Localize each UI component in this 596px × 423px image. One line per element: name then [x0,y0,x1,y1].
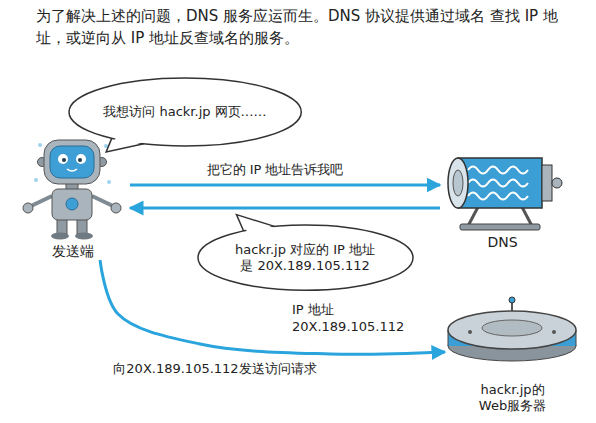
node-text-group: 发送端 [52,243,94,261]
robot-figure-part [34,178,38,182]
flow-arrow [130,184,440,187]
robot-figure [23,140,121,240]
web-server-figure-part [552,330,556,334]
intro-paragraph: 为了解决上述的问题，DNS 服务应运而生。DNS 协议提供通过域名 查找 IP … [36,6,566,50]
dns-server-figure-part [468,207,478,226]
robot-figure-part [52,189,92,220]
bubble-tail [106,137,147,152]
robot-figure-part [62,158,66,162]
robot-figure-part [57,219,67,234]
bubble-tail [236,215,274,231]
node-label: hackr.jp的 Web服务器 [473,382,553,415]
node-label: 发送端 [52,243,94,261]
web-server-figure-part [468,330,472,334]
node-label: DNS [487,234,517,252]
robot-figure-part [111,203,121,213]
robot-figure-part [92,196,113,206]
robot-figure-part [50,146,94,178]
bubble-tail [106,138,144,152]
bubble-tail [236,215,276,233]
robot-figure-part [78,158,82,162]
web-server: hackr.jp的 Web服务器 [445,296,580,414]
robot-figure-part [31,196,52,206]
bubble-outline [69,78,301,146]
dns-server-figure-part [468,180,528,187]
speech-bubble: 我想访问 hackr.jp 网页…… [67,76,303,148]
web-server-figure-part [448,311,576,349]
speech-bubble: hackr.jp 对应的 IP 地址 是 20X.189.105.112 [196,223,415,292]
dns-server-figure [448,158,562,230]
dns-server-figure-part [453,170,463,196]
robot-figure-part [75,233,93,240]
flow-arrow [130,207,440,210]
robot-figure-part [107,180,111,184]
bubble-text: hackr.jp 对应的 IP 地址 是 20X.189.105.112 [230,242,380,275]
web-server-figure-part [482,320,542,336]
node-text-group: hackr.jp 对应的 IP 地址 是 20X.189.105.112 [230,242,380,275]
bubble-text: 我想访问 hackr.jp 网页…… [103,104,266,120]
bubble-outline [198,225,413,290]
dns-server-figure-part [542,165,552,201]
robot-figure-part [23,203,33,213]
arrow-label: 向20X.189.105.112发送访问请求 [110,361,319,377]
dns-server: DNS [440,150,565,252]
robot-figure-part [76,154,86,164]
robot-figure-part [66,198,78,210]
dns-server-figure-part [468,167,528,174]
arrow-label: 把它的 IP 地址告诉我吧 [204,162,347,178]
sender-robot: 发送端 [15,138,130,260]
dns-server-figure-part [522,207,532,226]
node-text-group: hackr.jp的 Web服务器 [473,382,553,415]
dns-server-figure-part [448,158,468,208]
robot-figure-part [44,140,100,184]
dns-server-figure-part [552,178,562,188]
node-text-group: 我想访问 hackr.jp 网页…… [103,104,266,120]
web-server-figure [448,297,576,361]
robot-figure-part [77,219,87,234]
dns-server-figure-part [460,224,540,230]
node-text-group: DNS [487,234,517,252]
dns-server-figure-part [468,193,528,200]
web-server-figure-part [509,297,515,303]
robot-figure-part [67,169,77,171]
robot-figure-part [58,154,68,164]
robot-figure-part [38,143,42,147]
ip-address-note: IP 地址 20X.189.105.112 [292,302,414,336]
robot-figure-part [51,233,69,240]
dns-server-figure-part [458,158,542,208]
